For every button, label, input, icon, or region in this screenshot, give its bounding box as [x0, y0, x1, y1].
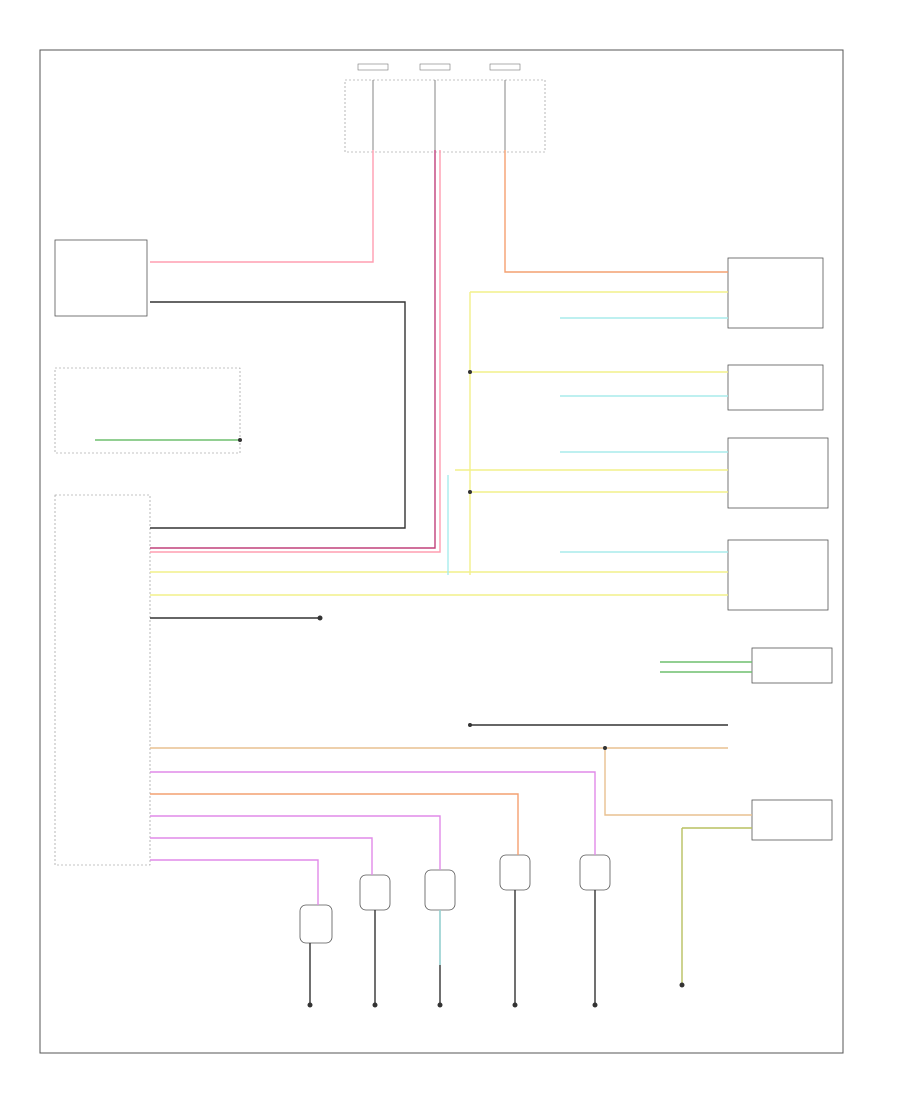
ground-5 [592, 1002, 598, 1008]
module-right-6 [751, 799, 833, 841]
ground-2 [372, 1002, 378, 1008]
ground-3 [437, 1002, 443, 1008]
ground-4 [512, 1002, 518, 1008]
cluster-module [54, 494, 151, 866]
wire-violet-3 [150, 837, 373, 875]
wire-orange-2 [150, 793, 519, 855]
module-right-5 [751, 647, 833, 684]
wire-ground-drops [309, 890, 596, 1005]
ground-6 [679, 982, 685, 988]
wire-olive [681, 827, 752, 985]
wire-yellow-bus [150, 291, 728, 596]
fuse-header-3 [489, 63, 521, 71]
wire-pink-fuse2-parallel [150, 150, 441, 553]
lamp-right-1 [727, 257, 824, 329]
lamp-bottom-1 [299, 904, 333, 944]
lamp-bottom-3 [424, 869, 456, 911]
splice-1 [468, 370, 472, 374]
lamp-right-2 [727, 364, 824, 411]
wire-green-right [660, 661, 752, 673]
wire-black-1 [150, 301, 406, 529]
lamp-bottom-4 [499, 854, 531, 891]
module-left-top [54, 239, 148, 317]
wire-tan-long [150, 747, 752, 816]
splice-3 [238, 438, 242, 442]
wire-violet-2 [150, 815, 441, 870]
wire-violet-4 [150, 859, 319, 905]
wire-pink-fuse1 [150, 150, 374, 263]
lamp-bottom-5 [579, 854, 611, 891]
fuse-header-1 [357, 63, 389, 71]
switch-group-left [54, 367, 241, 454]
wire-orange-fuse3 [504, 150, 728, 273]
ground-7 [317, 615, 323, 621]
wire-cyan [447, 317, 728, 575]
lamp-right-4 [727, 539, 829, 611]
splice-4 [603, 746, 607, 750]
wire-violet-1 [150, 771, 596, 855]
splice-5 [468, 723, 472, 727]
lamp-right-3 [727, 437, 829, 509]
splice-2 [468, 490, 472, 494]
wire-redviolet-fuse2 [150, 150, 436, 549]
diagram-frame [39, 49, 844, 1054]
fuse-header-2 [419, 63, 451, 71]
lamp-bottom-2 [359, 874, 391, 911]
fuse-block [344, 79, 546, 153]
ground-1 [307, 1002, 313, 1008]
